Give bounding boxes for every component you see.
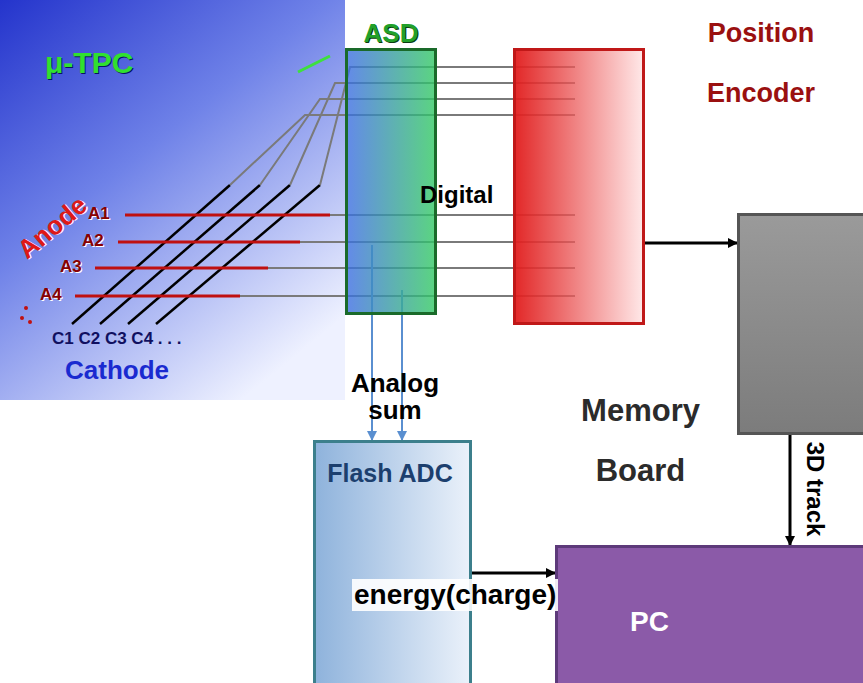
connector-line <box>437 82 513 84</box>
encoder-box: Position Encoder <box>513 48 645 325</box>
connector-line <box>437 98 513 100</box>
connector-line <box>437 267 513 269</box>
node-text: PC <box>630 606 669 638</box>
cathode-numbers: C1 C2 C3 C4 . . . <box>52 329 181 349</box>
connector-line <box>645 242 737 245</box>
edge-label: Analog sum <box>326 370 464 424</box>
anode-number: A2 <box>82 231 104 251</box>
connector-line <box>437 66 513 68</box>
edge-label: 3D track <box>801 440 829 539</box>
pc-box: PC <box>555 545 863 683</box>
node-text: Flash ADC <box>316 459 464 488</box>
connector-line <box>472 572 555 575</box>
node-text: ASD <box>345 18 437 49</box>
cathode-strips <box>72 185 320 324</box>
flash-adc-box: Flash ADC <box>313 440 472 683</box>
anode-number: A4 <box>40 285 62 305</box>
anode-strips <box>75 215 330 296</box>
connector <box>790 435 791 545</box>
edge-label: energy(charge) <box>352 579 558 611</box>
continuation-dots <box>20 306 32 324</box>
node-text: Memory Board <box>548 381 733 501</box>
connector-line <box>789 435 792 545</box>
node-text: Position Encoder <box>666 3 856 123</box>
anode-label: Anode <box>11 190 93 266</box>
anode-number: A3 <box>60 257 82 277</box>
memory-board-box: Memory Board <box>737 213 863 435</box>
cathode-label: Cathode <box>65 355 169 386</box>
connector <box>645 243 737 244</box>
connector-line <box>437 214 513 216</box>
tpc-volume <box>0 0 345 400</box>
connector-line <box>437 241 513 243</box>
connector-line <box>437 295 513 297</box>
anode-number: A1 <box>88 204 110 224</box>
edge-label: Digital <box>420 181 493 209</box>
particle-track <box>298 56 330 72</box>
connector <box>472 573 555 574</box>
connector-line <box>437 114 513 116</box>
node-text: μ-TPC <box>45 46 133 80</box>
